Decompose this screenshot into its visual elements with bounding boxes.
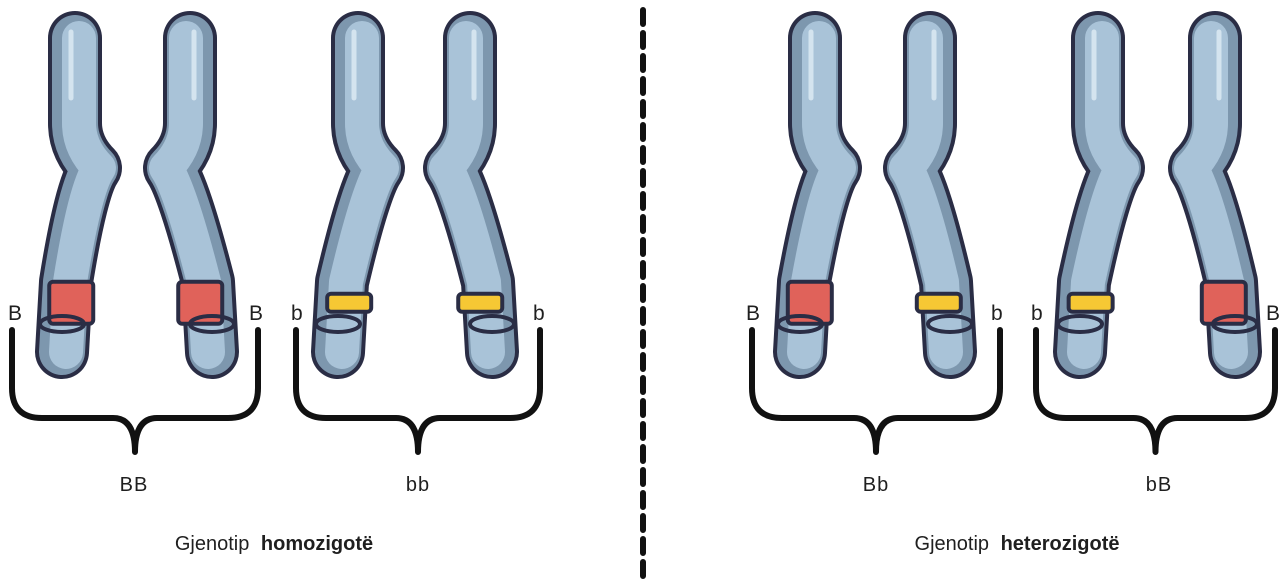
chromatid [1058,32,1122,352]
recessive-allele-band [458,294,502,312]
chromatid [1191,32,1257,352]
recessive-allele-band [917,294,961,312]
chromosome-pair [1058,32,1257,352]
chromosome-pair [40,32,234,352]
genotype-label: bB [1146,474,1172,496]
allele-label: B [746,302,760,325]
caption-prefix: Gjenotip [175,533,250,555]
chromatid [446,32,514,352]
caption-heterozygous: Gjenotip heterozigotë [915,533,1120,555]
caption-term: heterozigotë [1001,533,1120,555]
allele-label: b [533,302,545,325]
allele-label: B [8,302,22,325]
chromatid [166,32,234,352]
allele-label: b [1031,302,1043,325]
caption-term: homozigotë [261,533,373,555]
allele-label: B [249,302,263,325]
genotype-label: BB [120,474,149,496]
allele-label: b [991,302,1003,325]
allele-label: B [1266,302,1279,325]
chromosome-pair [778,32,972,352]
chromatid [40,32,99,352]
genotype-label: Bb [863,474,889,496]
allele-label: b [291,302,303,325]
chromosome-pair [316,32,514,352]
chromosome-layer [40,32,1257,352]
chromatid [316,32,382,352]
recessive-allele-band [1069,294,1113,312]
chromatid [778,32,839,352]
caption-prefix: Gjenotip [915,533,990,555]
genotype-label: bb [406,474,430,496]
caption-homozygous: Gjenotip homozigotë [175,533,373,555]
recessive-allele-band [327,294,371,312]
chromatid [906,32,972,352]
